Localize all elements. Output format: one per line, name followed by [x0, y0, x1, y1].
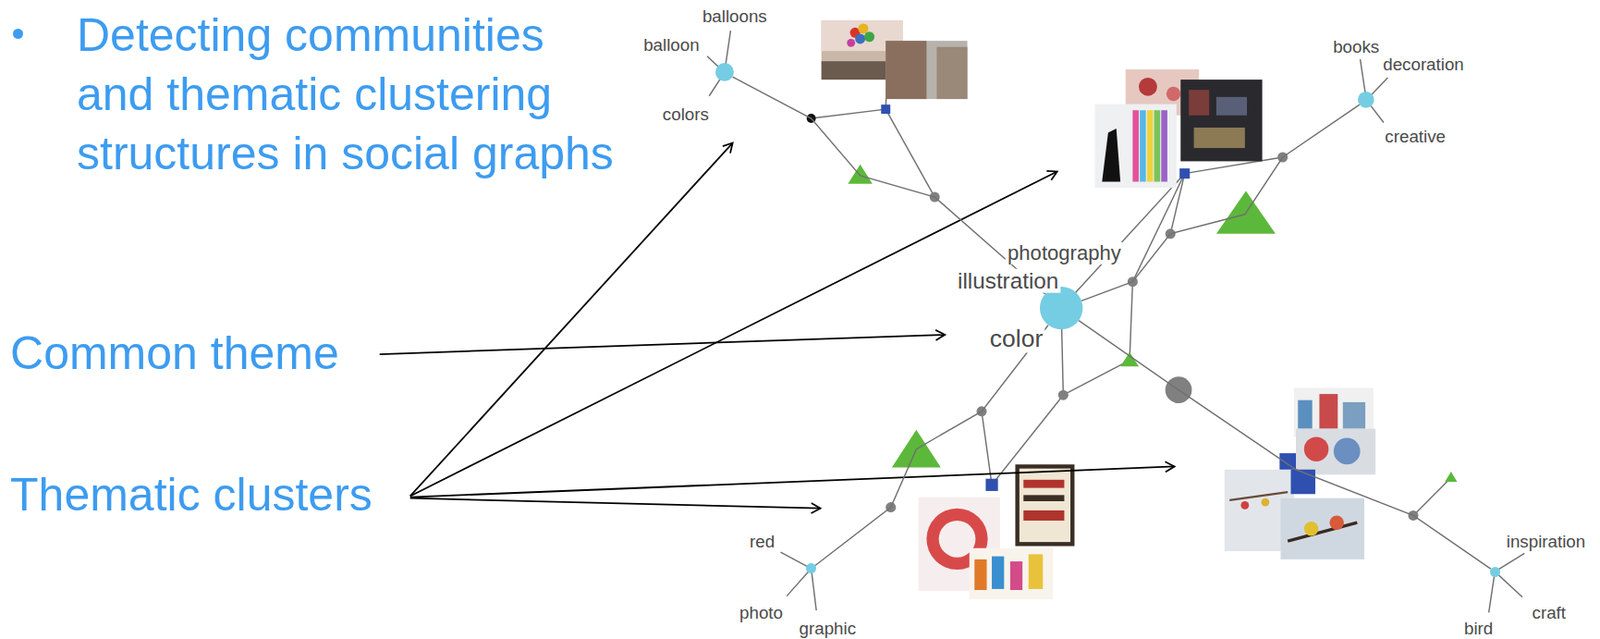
- hub-fill: [1357, 91, 1375, 109]
- tag-label: color: [988, 325, 1045, 353]
- hub-fill: [715, 62, 734, 82]
- tag-label: photography: [1005, 242, 1124, 265]
- tag-label: photo: [737, 603, 785, 623]
- callout-label: Common theme: [10, 326, 340, 380]
- graph-edge: [815, 325, 1049, 566]
- tag-label: bird: [1462, 619, 1495, 639]
- hub-circle: [1039, 286, 1083, 330]
- hub-circle: [806, 562, 817, 574]
- tag-label: colors: [660, 104, 711, 124]
- slide-title: Detecting communities and thematic clust…: [76, 5, 632, 184]
- tag-label: balloons: [700, 6, 770, 26]
- hub-fill: [806, 562, 817, 574]
- edge-line: [1078, 320, 1491, 569]
- hub-circle: [1357, 91, 1375, 109]
- hub-fill: [1490, 566, 1501, 577]
- tag-label: graphic: [797, 619, 859, 639]
- tag-label: decoration: [1380, 54, 1466, 74]
- tag-label: inspiration: [1504, 532, 1588, 552]
- tag-label: red: [747, 532, 777, 552]
- callout-label: Thematic clusters: [10, 467, 373, 522]
- tag-hub: photographyillustrationcolor: [1039, 286, 1083, 330]
- tag-hub: balloonsballooncolors: [715, 62, 734, 82]
- graph-edge: [1081, 104, 1360, 301]
- hub-circle: [715, 62, 734, 82]
- edge-line: [815, 325, 1049, 566]
- hub-circle: [1490, 566, 1501, 577]
- tag-hub: redphotographic: [806, 562, 817, 574]
- tag-label: creative: [1382, 127, 1448, 147]
- tag-hub: booksdecorationcreative: [1357, 91, 1375, 109]
- hub-fill: [1039, 286, 1083, 330]
- tag-hub: inspirationcraftbird: [1490, 566, 1501, 577]
- tag-label: books: [1331, 36, 1381, 57]
- bullet-dot: [12, 28, 24, 39]
- edge-line: [1081, 104, 1360, 301]
- graph-edge: [1078, 320, 1491, 569]
- tag-label: balloon: [641, 35, 701, 55]
- tag-label: illustration: [955, 268, 1061, 294]
- tag-label: craft: [1530, 603, 1568, 623]
- edge-line: [732, 76, 1046, 294]
- graph-edge: [732, 76, 1046, 294]
